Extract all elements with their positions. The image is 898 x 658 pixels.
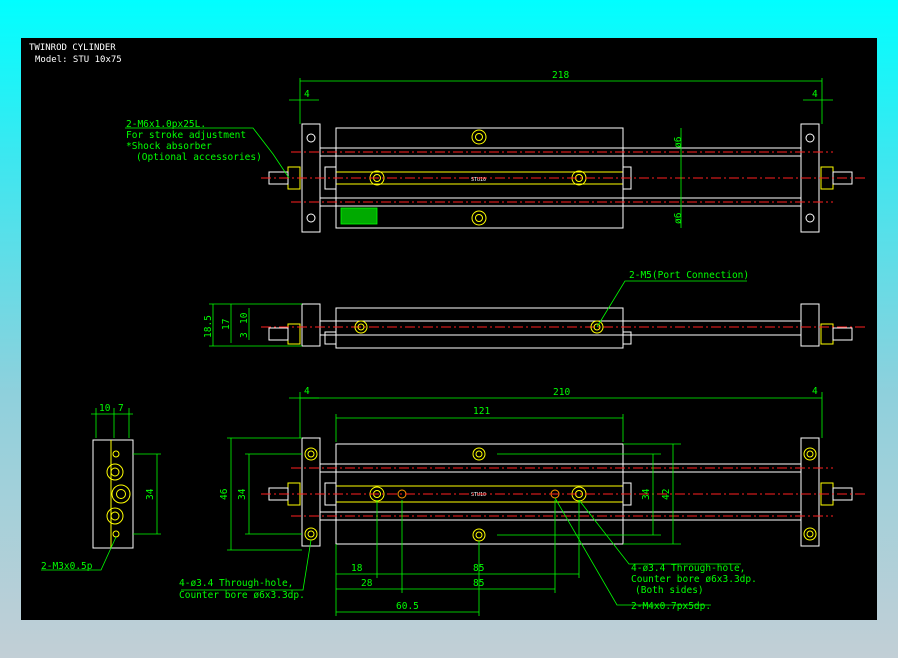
drawing-title: TWINROD CYLINDER — [29, 43, 116, 53]
bottom-left-end-plate — [301, 437, 321, 547]
dim-side-3: 3 — [239, 332, 250, 338]
dim-side-18-5: 18.5 — [203, 315, 214, 338]
end-view: 10 7 34 2-M3x0.5p — [41, 403, 161, 572]
nameplate — [340, 207, 378, 225]
callout-through-hole-right-2: Counter bore ø6x3.3dp. — [631, 574, 757, 585]
dim-body-121: 121 — [473, 406, 490, 417]
bottom-view: 210 4 4 121 STU10 — [179, 386, 867, 616]
callout-shock-3: *Shock absorber — [126, 141, 212, 152]
top-view: 218 4 4 STU10 — [125, 70, 867, 233]
dim-bottom-34-right: 34 — [641, 488, 652, 500]
callout-through-hole-left-2: Counter bore ø6x3.3dp. — [179, 590, 305, 601]
dim-left-end-4: 4 — [304, 89, 310, 100]
dim-28: 28 — [361, 578, 373, 589]
bottom-right-end-plate — [800, 437, 820, 547]
cylinder-body-side — [335, 307, 624, 349]
dim-85-a: 85 — [473, 563, 484, 574]
dim-end-34: 34 — [145, 488, 156, 500]
callout-port: 2-M5(Port Connection) — [629, 270, 749, 281]
dim-60-5: 60.5 — [396, 601, 419, 612]
side-left-end-plate — [301, 303, 321, 347]
dim-bottom-right-4: 4 — [812, 386, 818, 397]
dim-overall-218: 218 — [552, 70, 569, 81]
dim-18: 18 — [351, 563, 363, 574]
callout-shock-1: 2-M6x1.0px25L. — [126, 119, 206, 130]
end-plate-profile — [92, 439, 134, 549]
model-label: Model: STU 10x75 — [35, 55, 122, 65]
callout-shock-4: (Optional accessories) — [136, 152, 262, 163]
side-view: 18.5 17 3 10 2-M5(Port Connection) — [203, 270, 867, 349]
dim-overall-210: 210 — [553, 387, 570, 398]
dim-bottom-left-4: 4 — [304, 386, 310, 397]
callout-through-hole-right-3: (Both sides) — [635, 585, 704, 596]
callout-m3: 2-M3x0.5p — [41, 561, 93, 572]
cad-drawing-frame: TWINROD CYLINDER Model: STU 10x75 218 4 … — [21, 38, 877, 620]
callout-through-hole-right-1: 4-ø3.4 Through-hole, — [631, 563, 745, 574]
cad-drawing: TWINROD CYLINDER Model: STU 10x75 218 4 … — [29, 43, 867, 616]
dim-bottom-42: 42 — [661, 489, 672, 500]
callout-through-hole-left-1: 4-ø3.4 Through-hole, — [179, 578, 293, 589]
callout-shock-2: For stroke adjustment — [126, 130, 246, 141]
dim-side-17: 17 — [221, 319, 232, 330]
dim-dia-lower: ø6 — [673, 212, 684, 224]
dim-85-b: 85 — [473, 578, 484, 589]
dim-end-10: 10 — [99, 403, 111, 414]
dim-right-end-4: 4 — [812, 89, 818, 100]
dim-dia-upper: ø6 — [673, 136, 684, 148]
body-marking-bottom: STU10 — [471, 492, 486, 498]
dim-end-7: 7 — [118, 403, 124, 414]
dim-side-10: 10 — [239, 312, 250, 324]
callout-m4: 2-M4x0.7px5dp. — [631, 601, 711, 612]
dim-bottom-46: 46 — [219, 488, 230, 500]
body-marking-top: STU10 — [471, 177, 486, 183]
dim-bottom-34-left: 34 — [237, 488, 248, 500]
side-right-end-plate — [800, 303, 820, 347]
